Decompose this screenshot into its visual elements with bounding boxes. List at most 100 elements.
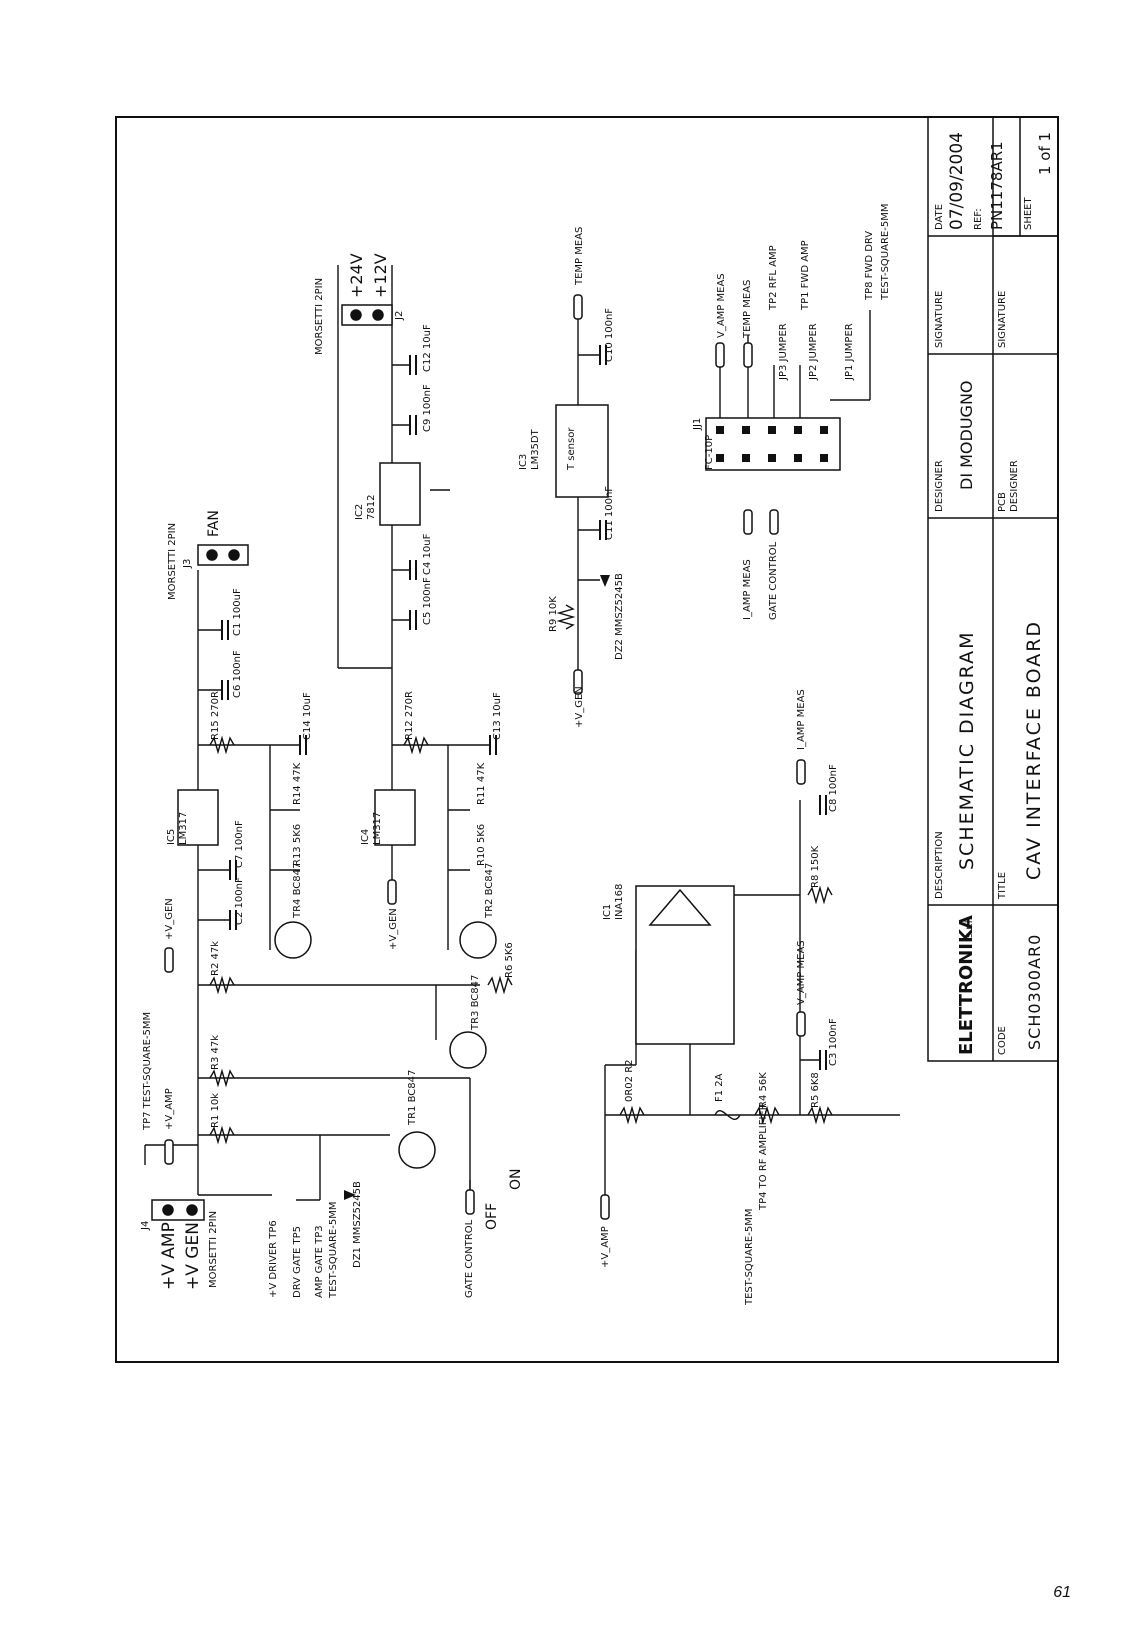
c11-label: C11 100nF xyxy=(604,486,615,540)
r4-label: R4 56K xyxy=(758,1072,769,1108)
net-i-amp-meas-1-label: I_AMP MEAS xyxy=(796,689,807,750)
ic5-label: IC5 xyxy=(166,829,177,845)
tp8-label: TP8 FWD DRV xyxy=(864,231,875,301)
capacitor-c9 xyxy=(409,415,417,435)
r-sense-symbol xyxy=(619,1105,645,1125)
r5-symbol xyxy=(807,1105,833,1125)
c8-label: C8 100nF xyxy=(828,764,839,812)
net-flag-temp-meas-1 xyxy=(573,294,583,320)
net-gate-control-2-label: GATE CONTROL xyxy=(768,541,779,620)
wiring xyxy=(144,265,900,1201)
j3-name-label: J3 xyxy=(182,559,193,569)
j3-pin-2 xyxy=(228,549,240,561)
page-number: 61 xyxy=(1053,1584,1071,1601)
description-header: DESCRIPTION xyxy=(934,831,945,899)
jp2-label: JP2 JUMPER xyxy=(808,323,819,381)
net-vgen-3-label: +V_GEN xyxy=(574,686,585,728)
jp1-label: JP1 JUMPER xyxy=(844,323,855,381)
j4-name-label: J4 xyxy=(140,1221,151,1231)
ic4-type-label: LM317 xyxy=(372,812,383,845)
off-label: OFF xyxy=(484,1203,500,1230)
net-temp-meas-2-label: TEMP MEAS xyxy=(742,280,753,339)
net-flag-temp-meas-2 xyxy=(743,342,753,368)
r6-label: R6 5K6 xyxy=(504,942,515,978)
net-temp-meas-1-label: TEMP MEAS xyxy=(574,227,585,286)
net-flag-gate-control-2 xyxy=(769,509,779,535)
c7-label: C7 100nF xyxy=(234,820,245,868)
r9-label: R9 10K xyxy=(548,596,559,632)
tp1-label: TP1 FWD AMP xyxy=(800,240,811,311)
net-flag-i-amp-meas-2 xyxy=(743,509,753,535)
tr3-label: TR3 BC847 xyxy=(470,975,481,1031)
net-flag-vamp-2 xyxy=(600,1194,610,1220)
capacitor-c2 xyxy=(229,910,237,930)
r9-symbol xyxy=(556,604,576,630)
j2-type-label: MORSETTI 2PIN xyxy=(314,278,325,355)
description-value: SCHEMATIC DIAGRAM xyxy=(956,631,978,871)
designer-value: DI MODUGNO xyxy=(957,380,976,490)
c9-label: C9 100nF xyxy=(422,384,433,432)
c6-label: C6 100nF xyxy=(232,650,243,698)
ic3-body-label: T sensor xyxy=(566,427,577,471)
net-v-amp-meas-2-label: V_AMP MEAS xyxy=(716,273,727,338)
r1-symbol xyxy=(209,1125,235,1145)
r10-label: R10 5K6 xyxy=(476,824,487,866)
pcb-header: PCB xyxy=(997,492,1008,512)
j3-type-label: MORSETTI 2PIN xyxy=(167,523,178,600)
capacitor-c4 xyxy=(409,560,417,580)
f1-label: F1 2A xyxy=(714,1073,725,1102)
j2-12v-label: +12V xyxy=(371,253,390,298)
tr1-label: TR1 BC847 xyxy=(407,1070,418,1126)
j4-pin-1 xyxy=(162,1204,174,1216)
j2-pin-1 xyxy=(350,309,362,321)
r1-label: R1 10k xyxy=(210,1093,221,1128)
tp8-type-label: TEST-SQUARE-5MM xyxy=(880,204,891,301)
r4-symbol xyxy=(754,1105,780,1125)
ic5-type-label: LM317 xyxy=(178,812,189,845)
ic3-body xyxy=(555,404,609,498)
tr2-label: TR2 BC847 xyxy=(484,863,495,919)
j4-pin-2 xyxy=(186,1204,198,1216)
c3-label: C3 100nF xyxy=(828,1018,839,1066)
net-flag-v-amp-meas-2 xyxy=(715,342,725,368)
net-flag-gate-control-1 xyxy=(465,1189,475,1215)
tp4-type-label: TEST-SQUARE-5MM xyxy=(744,1209,755,1306)
c2-label: C2 100nF xyxy=(234,877,245,925)
capacitor-c7 xyxy=(229,860,237,880)
ic5-body xyxy=(177,789,219,846)
j3-fan-label: FAN xyxy=(206,510,222,537)
dz2-symbol xyxy=(600,575,610,587)
title-header: TITLE xyxy=(997,872,1008,900)
c10-label: C10 100nF xyxy=(604,308,615,362)
r12-label: R12 270R xyxy=(404,691,415,740)
pcb-designer-header: DESIGNER xyxy=(1009,460,1020,512)
r8-label: R8 150K xyxy=(810,845,821,888)
connector-j3 xyxy=(197,544,249,566)
net-flag-vgen-1 xyxy=(164,947,174,973)
ic4-body xyxy=(374,789,416,846)
ic2-body xyxy=(379,462,421,526)
connector-jj1 xyxy=(705,417,841,471)
r15-symbol xyxy=(209,735,235,755)
r2-symbol xyxy=(209,975,235,995)
jj1-pins xyxy=(716,426,828,462)
j4-type-label: MORSETTI 2PIN xyxy=(208,1211,219,1288)
net-vamp-2-label: +V_AMP xyxy=(600,1226,611,1268)
c14-label: C14 10uF xyxy=(302,692,313,740)
capacitor-c14 xyxy=(299,735,307,755)
ic1-opamp xyxy=(648,888,712,926)
r12-symbol xyxy=(403,735,429,755)
r13-label: R13 5K6 xyxy=(292,824,303,866)
j3-pin-1 xyxy=(206,549,218,561)
net-flag-v-amp-meas-1 xyxy=(796,1011,806,1037)
tr2-symbol xyxy=(459,921,497,959)
net-vgen-2-label: +V_GEN xyxy=(388,908,399,950)
jj1-name-label: JJ1 xyxy=(692,418,703,431)
ref-value: PN1178AR1 xyxy=(988,141,1006,230)
tr4-symbol xyxy=(274,921,312,959)
jj1-type-label: FC-10P xyxy=(704,435,715,470)
tp5-label: DRV GATE TP5 xyxy=(292,1226,303,1298)
r-sense-label: 0R02 R2 xyxy=(624,1059,635,1102)
net-vgen-1-label: +V_GEN xyxy=(164,898,175,940)
ic1-label: IC1 xyxy=(602,904,613,920)
